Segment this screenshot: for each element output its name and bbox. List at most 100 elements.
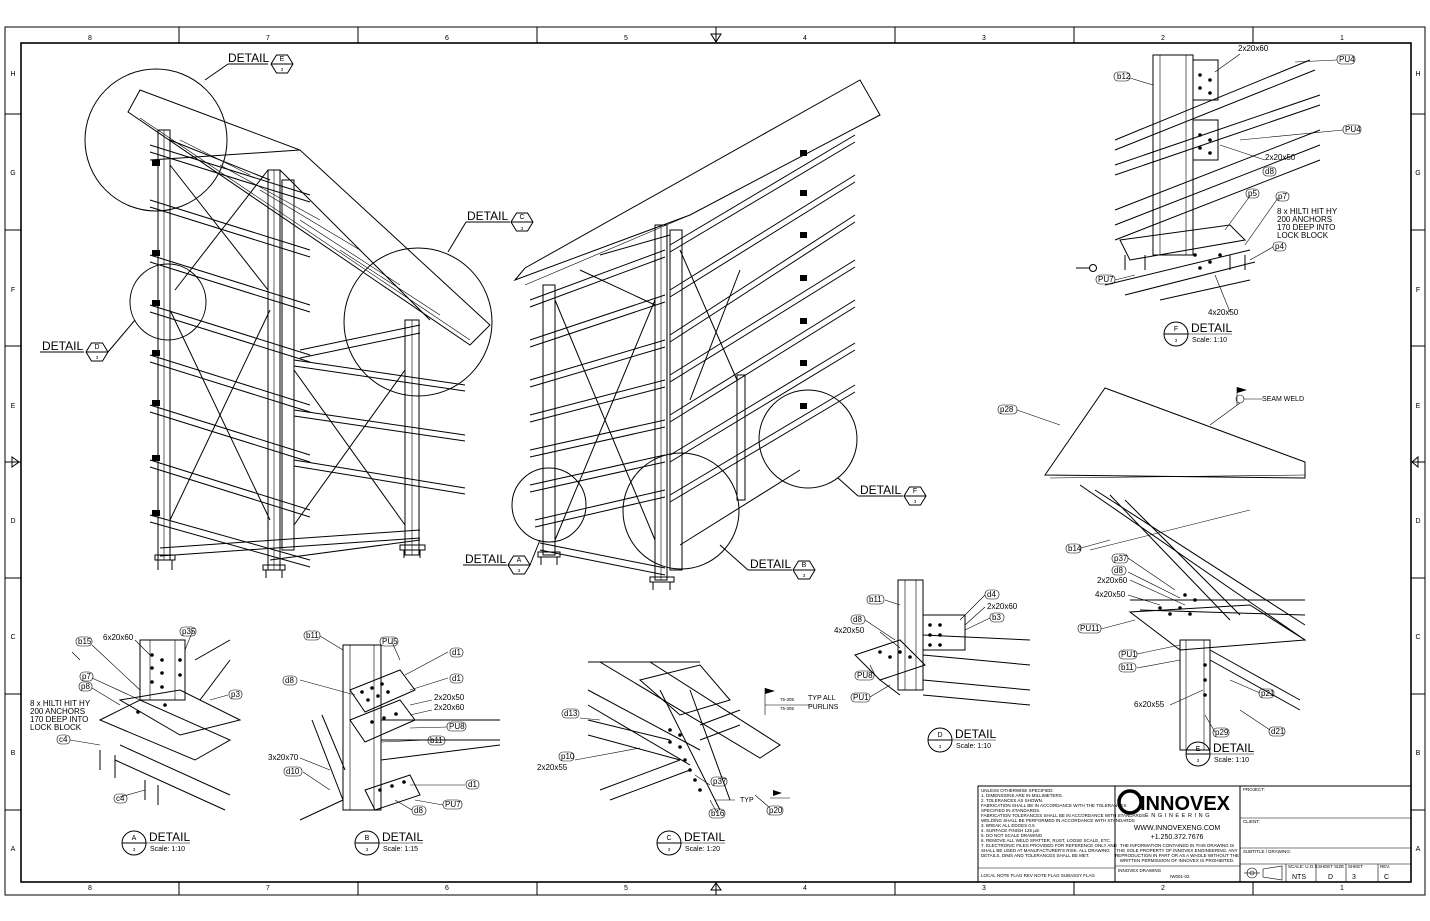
detail-c-note: PURLINS	[808, 704, 839, 711]
detail-b-label: 2x20x60	[434, 703, 465, 712]
detail-a-note: 8 x HILTI HIT HY	[30, 699, 91, 708]
detail-f-label: b12	[1117, 72, 1131, 81]
tb-note: SPECIFIED IN STANDARDS.	[981, 808, 1040, 813]
tb-note: FABRICATION SHALL BE IN ACCORDANCE WITH …	[981, 803, 1127, 808]
detail-f-label: 4x20x50	[1208, 308, 1239, 317]
callout-letter: E	[280, 56, 285, 63]
callout-sheet: 3	[521, 226, 524, 231]
detail-title-scale: Scale: 1:10	[956, 743, 991, 750]
detail-title-scale: Scale: 1:20	[685, 846, 720, 853]
tb-size-value: D	[1328, 874, 1333, 881]
col-label: 8	[88, 35, 92, 42]
tb-note: 2. TOLERANCES AS SHOWN.	[981, 798, 1043, 803]
detail-e-drawing: SEAM WELD p28 b14 p37 d8 2x20x60 4x20x50…	[997, 387, 1307, 751]
detail-e-label: d21	[1271, 727, 1285, 736]
row-label: A	[1416, 846, 1421, 853]
col-label: 1	[1340, 35, 1344, 42]
tb-note: 7. ELECTRONIC FILES PROVIDED FOR REFEREN…	[981, 843, 1118, 848]
tb-sheet-label: SHEET	[1348, 864, 1363, 869]
col-label: 5	[624, 885, 628, 892]
detail-title-letter: F	[1174, 326, 1178, 333]
detail-e-label: d8	[1114, 566, 1123, 575]
tb-note: FABRICATION TOLERANCES SHALL BE IN ACCOR…	[981, 813, 1145, 818]
row-label: C	[10, 634, 15, 641]
tb-sheet-value: 3	[1352, 874, 1356, 881]
detail-f-label: p4	[1275, 242, 1284, 251]
projection-symbol-icon	[1244, 865, 1283, 881]
detail-e-label: p37	[1114, 554, 1128, 563]
detail-c-label: p10	[561, 752, 575, 761]
col-label: 2	[1161, 35, 1165, 42]
callout-detail-f: DETAIL F 3	[837, 477, 927, 506]
detail-b-circle	[622, 452, 740, 570]
callout-word: DETAIL	[860, 483, 901, 497]
row-label: G	[10, 170, 15, 177]
callout-word: DETAIL	[228, 51, 269, 65]
outer-border	[4, 26, 1426, 896]
detail-a-circle	[511, 467, 587, 543]
row-label: A	[11, 846, 16, 853]
row-label: B	[1416, 750, 1421, 757]
row-label: D	[1415, 518, 1420, 525]
col-label: 6	[445, 885, 449, 892]
col-label: 1	[1340, 885, 1344, 892]
detail-d-label: 4x20x50	[834, 626, 865, 635]
tb-note: 4. SURFACE FINISH 125 µin	[981, 828, 1040, 833]
detail-d-label: 2x20x60	[987, 602, 1018, 611]
detail-f-drawing: 2x20x60 b12 PU4 PU4 2x20x50 d8 p5 p7 p4 …	[1076, 44, 1362, 317]
detail-f-note: 8 x HILTI HIT HY	[1277, 207, 1338, 216]
column-labels-bottom: 8 7 6 5 4 3 2 1	[88, 885, 1344, 892]
callout-letter: C	[519, 214, 524, 221]
callout-word: DETAIL	[465, 552, 506, 566]
detail-b-label: d8	[285, 676, 294, 685]
detail-b-label: PU8	[449, 722, 465, 731]
row-labels-right: H G F E D C B A	[1415, 71, 1420, 853]
detail-f-label: PU7	[1098, 275, 1114, 284]
detail-e-label: 4x20x50	[1095, 590, 1126, 599]
detail-a-label: p7	[82, 672, 91, 681]
detail-e-label: PU1	[1121, 650, 1137, 659]
detail-title-word: DETAIL	[684, 830, 725, 844]
detail-a-note: 200 ANCHORS	[30, 707, 85, 716]
callout-sheet: 3	[96, 355, 99, 360]
detail-a-label: 6x20x60	[103, 633, 134, 642]
title-block: UNLESS OTHERWISE SPECIFIED: 1. DIMENSION…	[977, 785, 1412, 883]
company-phone: +1.250.372.7676	[1151, 834, 1204, 841]
detail-f-note: 170 DEEP INTO	[1277, 223, 1335, 232]
seam-weld-note: SEAM WELD	[1262, 396, 1304, 403]
row-label: E	[11, 403, 16, 410]
tb-client-label: CLIENT:	[1243, 819, 1260, 824]
tb-note: WELDING SHALL BE PERFORMED IN ACCORDANCE…	[981, 818, 1135, 823]
detail-title-word: DETAIL	[1191, 321, 1232, 335]
roof-panel-2	[513, 79, 881, 282]
detail-title-word: DETAIL	[149, 830, 190, 844]
row-label: F	[11, 287, 15, 294]
detail-title-a: A 3 DETAIL Scale: 1:10	[121, 830, 190, 856]
tb-note: DETAILS, DIMS AND TOLERANCES SHALL BE ME…	[981, 853, 1089, 858]
detail-f-circle	[758, 389, 858, 489]
col-label: 3	[982, 885, 986, 892]
detail-title-sheet: 3	[668, 847, 671, 852]
detail-title-b: B 3 DETAIL Scale: 1:15	[354, 830, 423, 856]
detail-a-drawing: b15 6x20x60 p35 p7 p8 c4 c4 p3 8 x HILTI…	[30, 626, 243, 811]
tb-rev-label: REV.	[1380, 864, 1390, 869]
roof-panel	[127, 89, 491, 346]
detail-b-label: b11	[430, 736, 443, 745]
detail-a-note: LOCK BLOCK	[30, 723, 82, 732]
detail-e-label: 6x20x55	[1134, 700, 1165, 709]
detail-b-label: PU7	[445, 800, 461, 809]
detail-title-sheet: 3	[1175, 338, 1178, 343]
detail-title-scale: Scale: 1:10	[150, 846, 185, 853]
detail-b-label: d1	[452, 648, 461, 657]
detail-c-note: TYP	[740, 797, 754, 804]
callout-detail-b: DETAIL B 3	[719, 544, 816, 580]
detail-title-scale: Scale: 1:10	[1214, 757, 1249, 764]
detail-b-label: d10	[286, 767, 300, 776]
row-label: G	[1415, 170, 1420, 177]
detail-b-label: d8	[414, 806, 423, 815]
detail-title-word: DETAIL	[955, 727, 996, 741]
detail-title-letter: A	[132, 835, 137, 842]
tb-flags: LOCAL NOTE FLAG REV NOTE FLAG SUBASSY FL…	[981, 873, 1096, 878]
detail-c-note: 75-305	[780, 697, 795, 702]
detail-c-circle	[343, 247, 493, 397]
